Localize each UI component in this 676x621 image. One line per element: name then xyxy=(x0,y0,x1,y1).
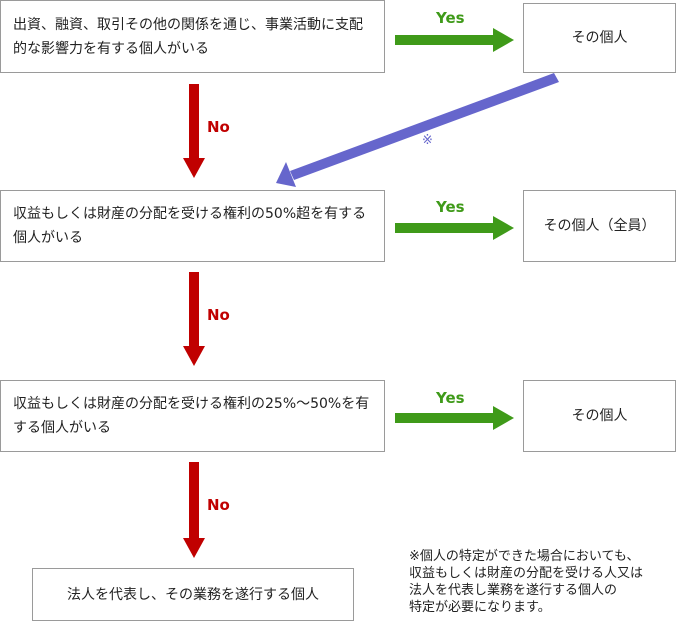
result-box-1: その個人 xyxy=(523,3,676,73)
yes-arrow-1 xyxy=(395,28,514,52)
result-box-2: その個人（全員） xyxy=(523,190,676,262)
yes-label-3: Yes xyxy=(436,389,465,407)
footnote: ※個人の特定ができた場合においても、 収益もしくは財産の分配を受ける人又は 法人… xyxy=(409,549,644,615)
question-box-1: 出資、融資、取引その他の関係を通じ、事業活動に支配的な影響力を有する個人がいる xyxy=(0,0,385,73)
no-arrow-3 xyxy=(183,462,205,558)
result-box-3: その個人 xyxy=(523,380,676,452)
no-label-3: No xyxy=(207,496,230,514)
result-text-2: その個人（全員） xyxy=(543,218,656,234)
no-arrow-2 xyxy=(183,272,205,366)
yes-label-1: Yes xyxy=(436,9,465,27)
final-text: 法人を代表し、その業務を遂行する個人 xyxy=(67,586,319,603)
result-text-3: その個人 xyxy=(571,408,628,424)
no-arrow-1 xyxy=(183,84,205,178)
question-box-3: 収益もしくは財産の分配を受ける権利の25%～50%を有する個人がいる xyxy=(0,380,385,452)
question-text-3: 収益もしくは財産の分配を受ける権利の25%～50%を有する個人がいる xyxy=(13,396,370,436)
question-box-2: 収益もしくは財産の分配を受ける権利の50%超を有する個人がいる xyxy=(0,190,385,262)
yes-label-2: Yes xyxy=(436,198,465,216)
no-label-2: No xyxy=(207,306,230,324)
return-note-mark: ※ xyxy=(422,133,433,148)
question-text-1: 出資、融資、取引その他の関係を通じ、事業活動に支配的な影響力を有する個人がいる xyxy=(13,16,363,57)
yes-arrow-3 xyxy=(395,406,514,430)
yes-arrow-2 xyxy=(395,216,514,240)
result-text-1: その個人 xyxy=(571,30,628,46)
no-label-1: No xyxy=(207,118,230,136)
final-box: 法人を代表し、その業務を遂行する個人 xyxy=(32,568,354,621)
return-arrow xyxy=(276,73,559,187)
question-text-2: 収益もしくは財産の分配を受ける権利の50%超を有する個人がいる xyxy=(13,206,367,246)
